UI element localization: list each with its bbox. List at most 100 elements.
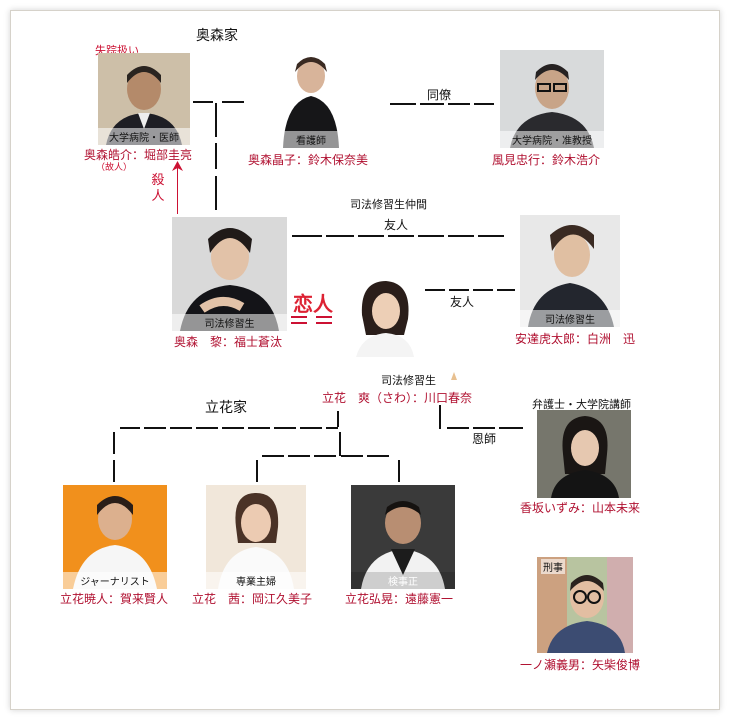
study-group-label: 司法修習生仲間: [350, 198, 427, 211]
parent-line-a: [193, 101, 213, 103]
tree-hiroaki-drop: [398, 460, 400, 482]
akito-name: 立花暁人：賀来賢人: [60, 592, 169, 606]
sawa-photo: [348, 275, 420, 357]
person-silhouette-icon: [351, 485, 455, 589]
akiko-name: 奥森晶子：鈴木保奈美: [248, 153, 369, 167]
akiko-role: 看護師: [265, 131, 357, 148]
tree-h2-2: [288, 455, 310, 457]
akane-photo: 専業主婦: [206, 485, 306, 589]
kosaka-photo: [537, 410, 631, 498]
rei-role: 司法修習生: [172, 314, 287, 331]
kill-char-2: 人: [151, 189, 165, 204]
tree-h-3: [170, 427, 192, 429]
friend-line-2: [326, 235, 354, 237]
akane-role: 専業主婦: [206, 572, 306, 589]
kosuke-role: 大学病院・医師: [98, 128, 190, 145]
kazami-role: 大学病院・准教授: [500, 131, 604, 148]
person-silhouette-icon: [348, 275, 420, 357]
family-label-tachibana: 立花家: [205, 400, 247, 416]
tree-mid-drop: [339, 432, 341, 456]
lover-line-1b: [291, 322, 307, 324]
sawa-name: 立花 爽（さわ）：川口春奈: [322, 391, 473, 405]
person-silhouette-icon: [206, 485, 306, 589]
ichinose-role: 刑事: [541, 559, 565, 574]
tree-akane-drop: [256, 460, 258, 482]
kosuke-name: 奥森皓介：堀部圭亮: [84, 148, 193, 162]
friend-line-6: [448, 235, 474, 237]
friend-line-7: [478, 235, 504, 237]
tree-h-8: [300, 427, 322, 429]
hiroaki-name: 立花弘晃：遠藤憲一: [345, 592, 454, 606]
akito-role: ジャーナリスト: [63, 572, 167, 589]
hiroaki-role: 検事正: [351, 572, 455, 589]
parent-drop-3: [215, 176, 217, 210]
kill-arrow-line: [177, 168, 178, 214]
arrow-up-icon: [172, 161, 183, 171]
tree-h-1: [120, 427, 140, 429]
tree-left-drop-2: [113, 460, 115, 482]
friend2-line-3: [473, 289, 493, 291]
akane-name: 立花 茜：岡江久美子: [192, 592, 313, 606]
lover-line-1a: [291, 316, 307, 318]
kazami-photo: 大学病院・准教授: [500, 50, 604, 148]
lover-line-2a: [316, 316, 332, 318]
hiroaki-photo: 検事正: [351, 485, 455, 589]
colleague-line-left: [390, 103, 416, 105]
friend-line-4: [388, 235, 414, 237]
lover-label: 恋人: [293, 292, 333, 316]
lover-line-2b: [316, 322, 332, 324]
colleague-label: 同僚: [427, 88, 452, 102]
adachi-role: 司法修習生: [520, 310, 620, 327]
tree-h-2: [144, 427, 166, 429]
friend-label-top: 友人: [384, 218, 409, 232]
tree-h-5: [222, 427, 244, 429]
tree-left-drop-1: [113, 432, 115, 454]
mentor-line-3: [499, 427, 523, 429]
ichinose-photo: 刑事: [537, 557, 633, 653]
marker-icon: [451, 372, 457, 380]
adachi-photo: 司法修習生: [520, 215, 620, 327]
mentor-line-1: [447, 427, 469, 429]
tree-h-9: [326, 427, 338, 429]
colleague-line-right: [474, 103, 494, 105]
colleague-line-mid2: [448, 103, 470, 105]
friend2-line-2: [449, 289, 469, 291]
friend2-line-4: [497, 289, 515, 291]
tree-drop-top: [337, 411, 339, 427]
tree-h-7: [274, 427, 296, 429]
adachi-name: 安達虎太郎：白洲 迅: [515, 332, 636, 346]
colleague-line-mid: [420, 103, 444, 105]
friend-label-bottom: 友人: [450, 295, 475, 309]
mentor-label: 恩師: [472, 432, 497, 446]
kosuke-note: （故人）: [96, 163, 133, 173]
rei-photo: 司法修習生: [172, 217, 287, 331]
kosuke-photo: 大学病院・医師: [98, 53, 190, 145]
tree-h-4: [196, 427, 218, 429]
friend-line-3: [358, 235, 384, 237]
akiko-photo: 看護師: [265, 50, 357, 148]
tree-h2-1: [262, 455, 284, 457]
person-silhouette-icon: [537, 410, 631, 498]
kazami-name: 風見忠行：鈴木浩介: [492, 153, 601, 167]
kosaka-name: 香坂いずみ：山本未来: [520, 501, 641, 515]
akito-photo: ジャーナリスト: [63, 485, 167, 589]
parent-line-b: [222, 101, 244, 103]
mentor-drop: [439, 405, 441, 429]
kill-label: 殺 人: [151, 173, 165, 205]
friend-line-5: [418, 235, 444, 237]
family-label-okumori: 奥森家: [196, 28, 238, 44]
tree-h2-5: [367, 455, 389, 457]
kill-char-1: 殺: [151, 173, 165, 188]
rei-name: 奥森 黎：福士蒼汰: [174, 335, 283, 349]
sawa-role: 司法修習生: [381, 374, 436, 387]
kosaka-role: 弁護士・大学院講師: [532, 398, 631, 411]
parent-drop-1: [215, 103, 217, 137]
parent-drop-2: [215, 143, 217, 169]
tree-h2-3: [314, 455, 336, 457]
mentor-line-2: [473, 427, 495, 429]
tree-h2-4: [341, 455, 363, 457]
friend-line-1: [292, 235, 322, 237]
ichinose-name: 一ノ瀬義男：矢柴俊博: [520, 658, 641, 672]
tree-h-6: [248, 427, 270, 429]
